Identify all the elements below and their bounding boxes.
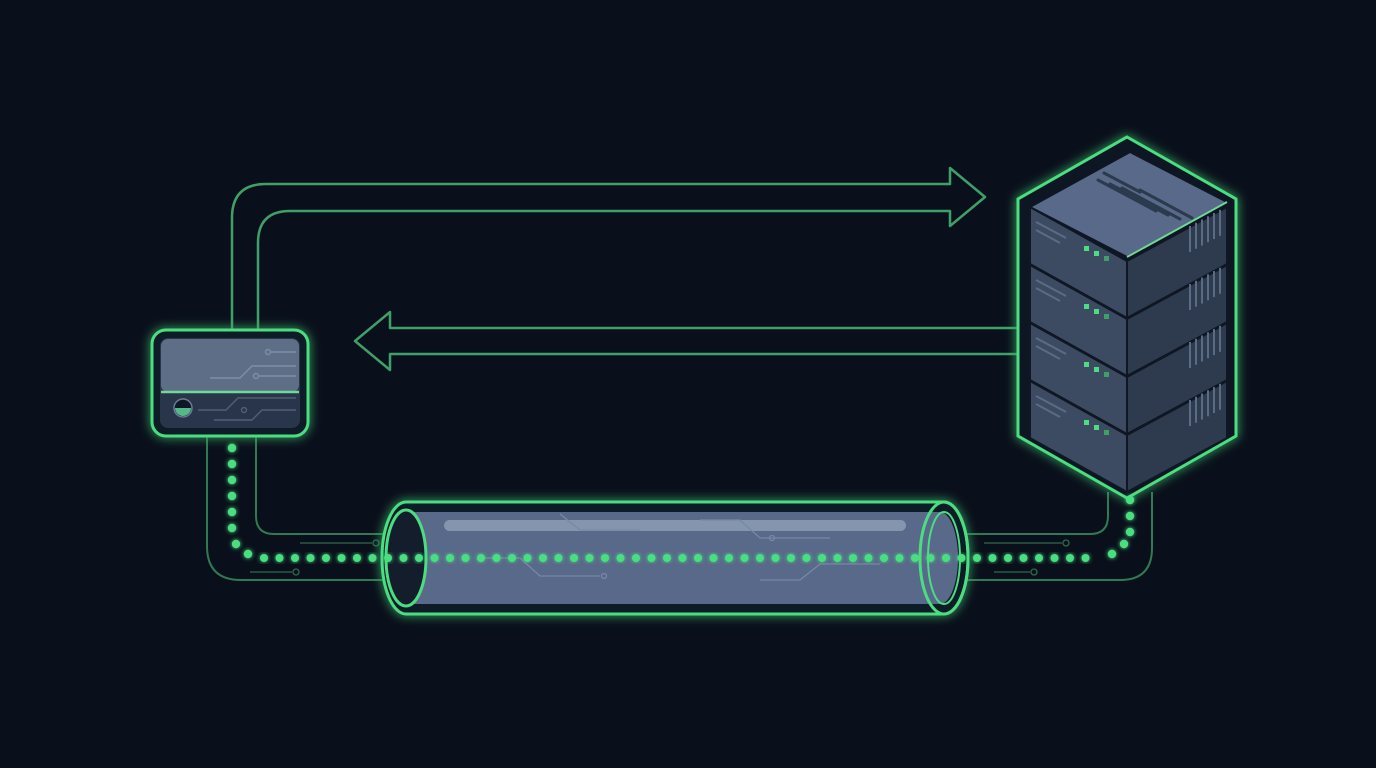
data-packet: [291, 554, 299, 562]
data-packet: [833, 554, 842, 562]
data-packet: [880, 554, 888, 562]
data-packet: [771, 554, 780, 562]
data-packet: [1125, 495, 1135, 505]
data-packet: [725, 554, 733, 562]
data-packet: [740, 554, 749, 562]
data-packet: [849, 554, 857, 562]
data-packet: [227, 523, 237, 533]
data-packet: [585, 554, 594, 562]
data-packet: [508, 554, 516, 562]
server-stack-icon: [1016, 135, 1238, 500]
data-packet: [570, 554, 578, 562]
data-packet: [275, 554, 284, 562]
data-packet: [523, 554, 532, 562]
data-packet: [694, 554, 702, 562]
data-packet: [461, 554, 470, 562]
data-packet: [1125, 527, 1135, 537]
data-packet: [647, 554, 656, 562]
data-packet: [1081, 554, 1090, 562]
data-packet: [1050, 554, 1059, 562]
data-packet: [492, 554, 501, 562]
data-packet: [554, 554, 563, 562]
data-packet: [957, 554, 966, 562]
data-packet: [227, 443, 237, 453]
data-packet: [942, 554, 950, 562]
data-packet: [1066, 554, 1074, 562]
data-packet: [926, 554, 935, 562]
tunnel-route-lines: [206, 436, 1153, 581]
data-packet: [1019, 554, 1028, 562]
data-packet-stream: [260, 554, 1090, 562]
data-packet: [632, 554, 640, 562]
data-packet: [446, 554, 454, 562]
data-packet: [911, 554, 919, 562]
data-packet: [322, 554, 330, 562]
data-packet: [227, 507, 237, 517]
data-packet: [384, 554, 392, 562]
data-packet: [1107, 549, 1117, 559]
data-packet: [430, 554, 439, 562]
data-packet: [663, 554, 671, 562]
data-packet: [1119, 539, 1129, 549]
data-packet: [368, 554, 377, 562]
data-packet: [895, 554, 904, 562]
data-packet: [678, 554, 687, 562]
data-packet: [864, 554, 873, 562]
data-packet: [1125, 511, 1135, 521]
circuit-traces: [250, 539, 1070, 576]
client-device-icon: [150, 328, 310, 438]
data-packet: [260, 554, 268, 562]
data-packet: [306, 554, 315, 562]
data-packet: [802, 554, 811, 562]
data-packet: [337, 554, 346, 562]
data-packet: [1004, 554, 1012, 562]
data-packet: [818, 554, 826, 562]
data-packet: [227, 491, 237, 501]
data-packet: [973, 554, 981, 562]
data-packet: [353, 554, 361, 562]
data-packet: [231, 539, 241, 549]
server-unit: [1029, 379, 1228, 494]
request-arrow: [230, 166, 987, 330]
data-packet: [415, 554, 423, 562]
data-packet: [616, 554, 625, 562]
data-packet: [539, 554, 547, 562]
data-packet: [243, 549, 253, 559]
data-packet: [477, 554, 485, 562]
data-packet: [601, 554, 609, 562]
data-packet: [227, 459, 237, 469]
response-arrow: [353, 310, 1018, 372]
data-packet: [709, 554, 718, 562]
data-packet: [787, 554, 795, 562]
data-packet: [756, 554, 764, 562]
data-packet: [1035, 554, 1043, 562]
data-packet: [227, 475, 237, 485]
server-unit: [1029, 205, 1228, 320]
tunnel-pipe-icon: [380, 500, 970, 616]
server-unit: [1029, 321, 1228, 436]
data-packets-right: [1107, 495, 1135, 559]
data-packets-left: [227, 443, 253, 559]
data-packet: [988, 554, 997, 562]
data-packet: [399, 554, 408, 562]
